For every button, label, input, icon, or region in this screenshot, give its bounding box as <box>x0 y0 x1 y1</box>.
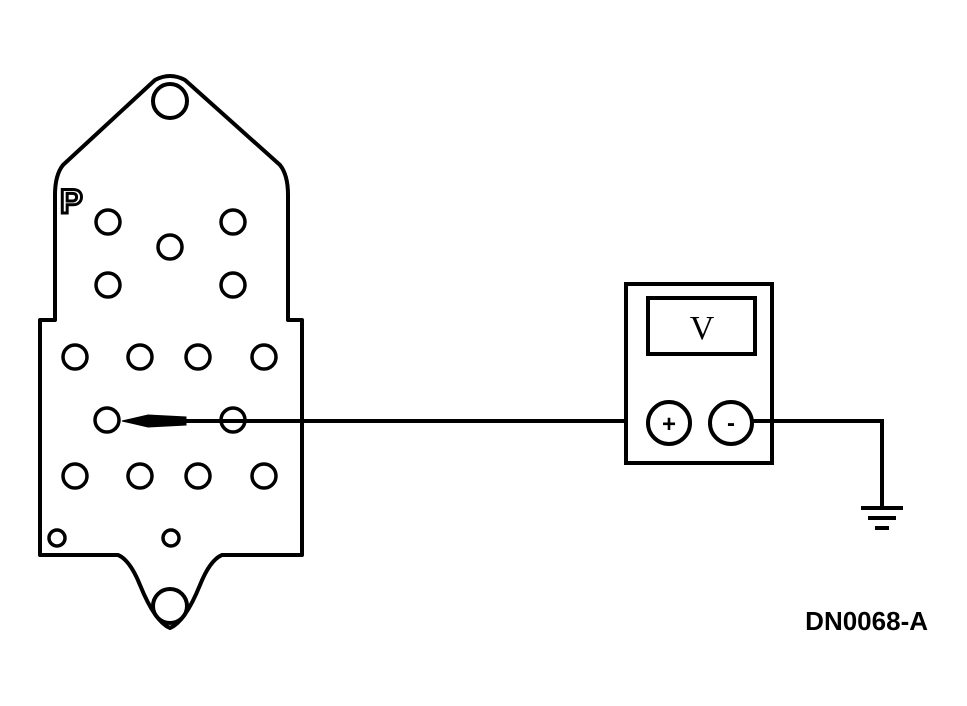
negative-terminal-label: - <box>727 410 735 437</box>
pin-marker-label: P <box>60 183 83 221</box>
figure-id: DN0068-A <box>805 606 928 636</box>
connector-pin <box>94 271 122 299</box>
connector-pin-small <box>161 528 181 548</box>
connector-pin <box>61 462 89 490</box>
connector-pin <box>184 343 212 371</box>
connector-pin <box>219 208 247 236</box>
connector-pin-small <box>47 528 67 548</box>
mounting-hole-top <box>151 82 189 120</box>
connector-pin <box>126 462 154 490</box>
connector-pin <box>250 462 278 490</box>
connector-pin <box>219 271 247 299</box>
probe-tip <box>121 414 187 428</box>
connector-pin <box>61 343 89 371</box>
multimeter-display-symbol: V <box>690 310 715 347</box>
connector-pin <box>156 233 184 261</box>
ground-symbol-icon <box>861 506 903 530</box>
test-lead-negative <box>752 419 884 506</box>
mounting-hole-bottom <box>151 587 189 625</box>
positive-terminal-label: + <box>662 411 676 438</box>
connector-pins <box>47 208 278 548</box>
connector-pin <box>126 343 154 371</box>
connector-pin <box>94 208 122 236</box>
connector-pin <box>250 343 278 371</box>
connector-pin <box>184 462 212 490</box>
multimeter-display <box>646 296 757 356</box>
positive-terminal[interactable] <box>646 400 692 446</box>
connector-pin-probed <box>93 406 121 434</box>
